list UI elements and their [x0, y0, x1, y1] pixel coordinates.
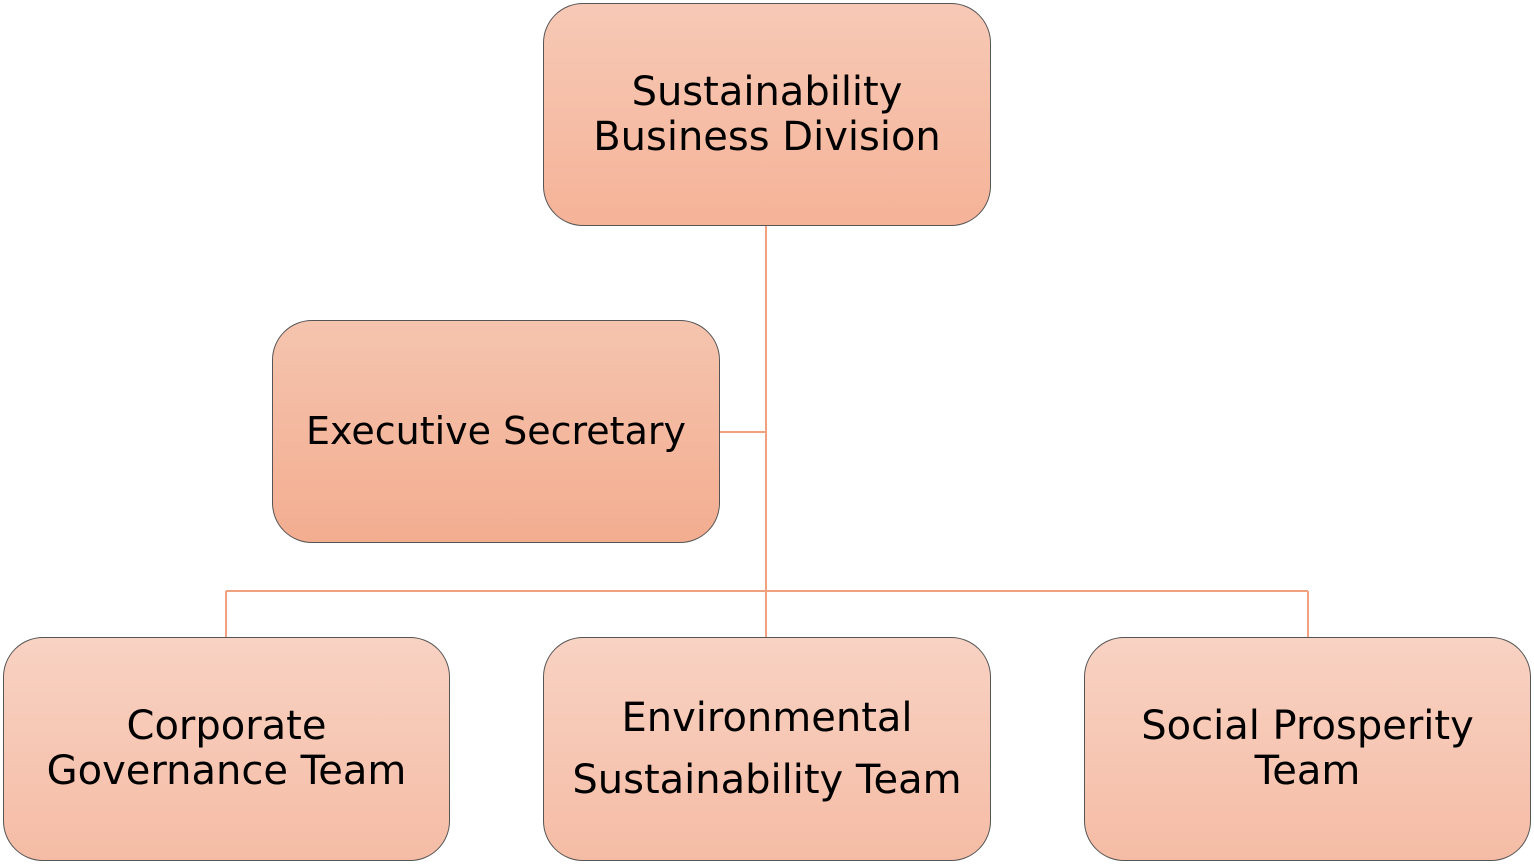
node-label: Executive Secretary [306, 409, 686, 454]
node-label: Social Prosperity Team [1141, 703, 1474, 794]
node-label: Environmental Sustainability Team [572, 695, 962, 803]
node-corporate-governance-team: Corporate Governance Team [3, 637, 450, 861]
node-label: Corporate Governance Team [46, 703, 407, 794]
node-executive-secretary: Executive Secretary [272, 320, 720, 543]
node-social-prosperity-team: Social Prosperity Team [1084, 637, 1531, 861]
node-environmental-sustainability-team: Environmental Sustainability Team [543, 637, 991, 861]
node-label: Sustainability Business Division [593, 68, 941, 160]
node-sustainability-business-division: Sustainability Business Division [543, 3, 991, 226]
